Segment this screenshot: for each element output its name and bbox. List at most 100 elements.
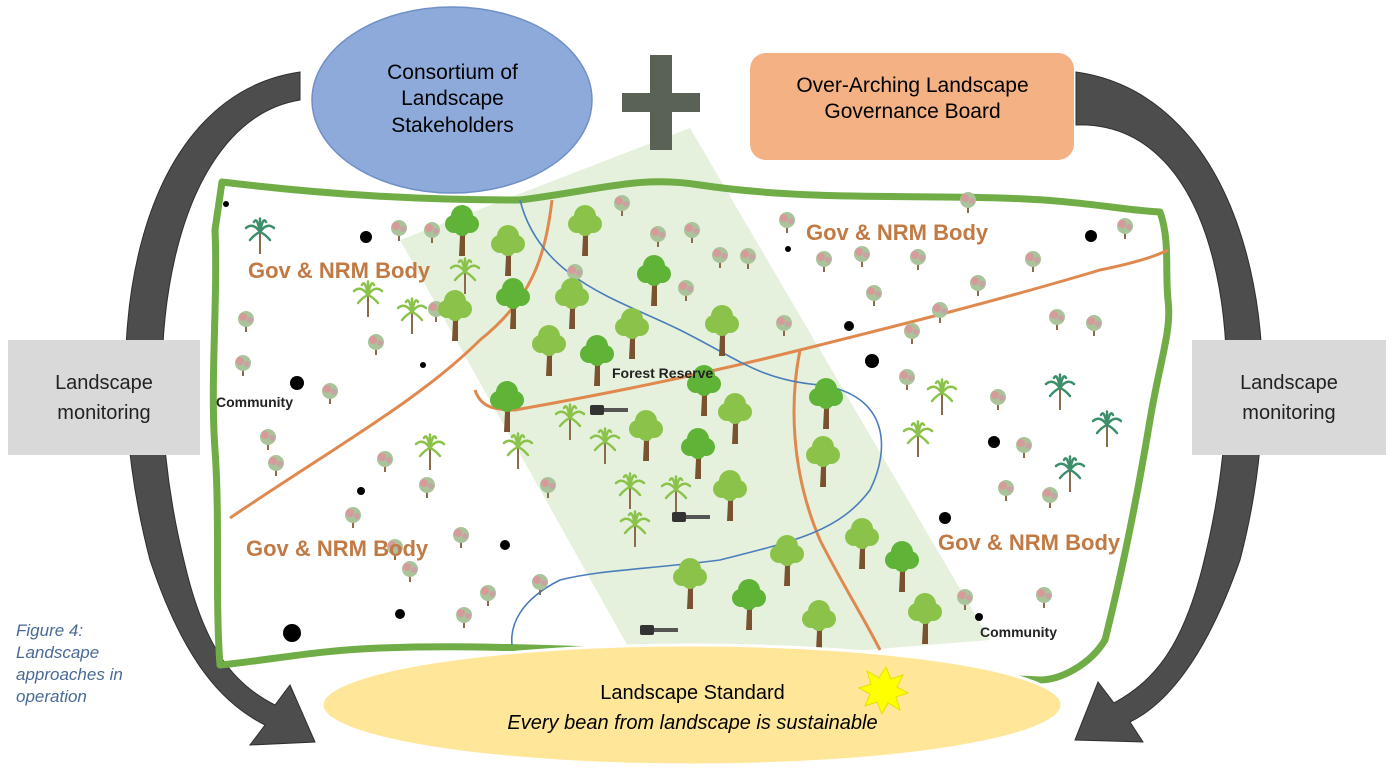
monitoring-left-label: Landscape monitoring: [55, 371, 153, 424]
forest-tree: [809, 378, 843, 429]
small-tree: [345, 507, 361, 528]
small-tree: [540, 477, 556, 498]
small-tree: [970, 275, 986, 296]
small-tree: [1117, 218, 1133, 239]
large-trees: [438, 205, 942, 651]
palm-trees: [244, 217, 1123, 547]
monitoring-right-label: Landscape monitoring: [1240, 371, 1338, 424]
forest-tree: [705, 305, 739, 356]
small-tree: [391, 220, 407, 241]
small-tree: [1049, 309, 1065, 330]
forest-tree: [496, 278, 530, 329]
landscape-standard-ellipse: [320, 643, 1064, 767]
gov-body-label-ne: Gov & NRM Body: [806, 220, 989, 245]
consortium-label: Consortium of Landscape Stakeholders: [387, 61, 518, 137]
palm-tree: [902, 420, 934, 457]
small-tree: [238, 311, 254, 332]
palm-tree: [660, 475, 692, 512]
forest-tree: [491, 225, 525, 276]
forest-tree: [615, 308, 649, 359]
small-tree: [899, 369, 915, 390]
landscape-standard-subtitle: Every bean from landscape is sustainable: [507, 712, 878, 734]
governance-label: Over-Arching Landscape Governance Board: [796, 74, 1029, 124]
forest-tree: [555, 278, 589, 329]
star-icon: [857, 665, 910, 716]
forest-tree: [885, 541, 919, 592]
forest-tree: [713, 470, 747, 521]
community-label-left: Community: [216, 394, 293, 410]
small-tree: [260, 429, 276, 450]
forest-tree: [673, 558, 707, 609]
small-tree: [1016, 437, 1032, 458]
small-tree: [740, 248, 756, 269]
small-tree: [957, 589, 973, 610]
forest-tree: [770, 535, 804, 586]
forest-tree: [637, 255, 671, 306]
small-tree: [910, 249, 926, 270]
forest-tree: [438, 290, 472, 341]
small-tree: [776, 315, 792, 336]
gov-body-label-sw: Gov & NRM Body: [246, 536, 429, 561]
small-tree: [1086, 315, 1102, 336]
small-tree: [779, 212, 795, 233]
roads: [229, 199, 1169, 651]
small-tree: [1025, 251, 1041, 272]
right-cycle-arrow: [1074, 71, 1264, 743]
chainsaw-icons: [590, 405, 710, 635]
forest-tree: [802, 600, 836, 651]
forest-reserve-zone: [400, 128, 990, 668]
small-tree: [532, 574, 548, 595]
small-tree: [854, 246, 870, 267]
forest-tree: [568, 205, 602, 256]
small-tree: [684, 222, 700, 243]
gov-body-label-nw: Gov & NRM Body: [248, 258, 431, 283]
palm-tree: [1091, 410, 1123, 447]
small-tree: [322, 383, 338, 404]
small-tree: [419, 477, 435, 498]
palm-tree: [502, 432, 534, 469]
small-tree: [402, 561, 418, 582]
left-cycle-arrow: [124, 71, 316, 746]
small-tree: [480, 585, 496, 606]
palm-tree: [554, 403, 586, 440]
monitoring-box-right: Landscape monitoring: [1192, 340, 1386, 455]
palm-tree: [614, 472, 646, 509]
palm-tree: [244, 217, 276, 254]
palm-tree: [589, 427, 621, 464]
small-tree: [650, 226, 666, 247]
small-tree: [424, 222, 440, 243]
small-tree: [998, 480, 1014, 501]
palm-tree: [1054, 455, 1086, 492]
small-tree: [866, 285, 882, 306]
palm-tree: [396, 297, 428, 334]
palm-tree: [449, 257, 481, 294]
palm-tree: [619, 510, 651, 547]
figure-caption: Figure 4: Landscape approaches in operat…: [16, 621, 123, 707]
small-tree: [678, 280, 694, 301]
small-tree: [235, 355, 251, 376]
river: [510, 199, 883, 646]
forest-tree: [687, 365, 721, 416]
gov-body-label-se: Gov & NRM Body: [938, 530, 1121, 555]
small-tree: [614, 195, 630, 216]
forest-tree: [806, 436, 840, 487]
forest-tree: [908, 593, 942, 644]
forest-tree: [732, 579, 766, 630]
small-tree: [368, 334, 384, 355]
small-tree: [932, 302, 948, 323]
small-tree: [377, 451, 393, 472]
plus-icon: [622, 55, 700, 150]
forest-tree: [490, 381, 524, 432]
forest-tree: [629, 410, 663, 461]
consortium-ellipse: [311, 6, 593, 194]
small-tree: [387, 539, 403, 560]
small-tree: [453, 527, 469, 548]
forest-reserve-label: Forest Reserve: [612, 365, 714, 381]
forest-tree: [580, 335, 614, 386]
small-tree: [1042, 487, 1058, 508]
palm-tree: [1044, 373, 1076, 410]
governance-box: [750, 53, 1074, 160]
small-trees: [235, 192, 1133, 628]
landscape-standard-title: Landscape Standard: [600, 682, 785, 704]
